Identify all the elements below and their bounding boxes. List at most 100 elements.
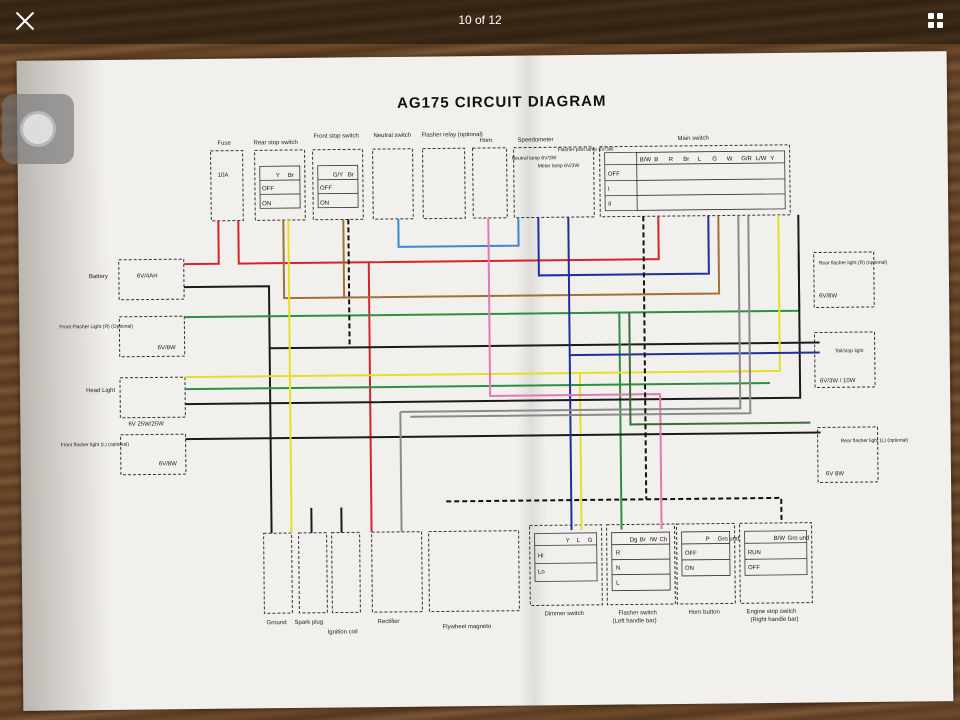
wire-brown-3 xyxy=(282,215,721,300)
flasher-col-1: Br xyxy=(640,537,646,543)
ignition-coil-label: Ignition coil xyxy=(328,629,358,635)
front-flasher-l-label: Front flasher light (L) (optional) xyxy=(61,442,130,449)
wire-red-2 xyxy=(367,262,373,533)
wire-lightblue-17 xyxy=(397,217,520,248)
rear-flasher-l-rating: 6V 8W xyxy=(826,471,844,477)
headlight-label: Head Light xyxy=(86,388,115,394)
neutral-switch-box xyxy=(372,148,414,220)
wire-darkgreen-22 xyxy=(628,312,811,426)
flasher-col-0: Dg xyxy=(630,537,638,543)
rear-flasher-r-box xyxy=(813,251,875,309)
spark-plug-label: Spark plug xyxy=(294,620,323,626)
speedometer-box xyxy=(513,146,595,219)
horn-button-label: Horn button xyxy=(688,610,719,616)
wire-yellow-9 xyxy=(184,214,781,379)
wire-gray-20 xyxy=(399,411,403,532)
main-switch-row-1: I xyxy=(608,187,610,193)
wire-red-0 xyxy=(183,220,220,266)
main-switch-grid xyxy=(604,150,786,212)
main-switch-label: Main switch xyxy=(677,136,708,142)
rectifier-label: Rectifier xyxy=(377,619,399,625)
front-flasher-r-box xyxy=(118,315,186,358)
rear-stop-on: ON xyxy=(262,201,271,207)
flasher-col-2: /W xyxy=(650,537,658,543)
tail-stop-rating: 6V/3W / 10W xyxy=(820,378,856,384)
main-switch-col-3: Br xyxy=(683,157,689,163)
rear-stop-y: Y xyxy=(276,173,280,179)
fuse-box xyxy=(210,150,244,222)
front-flasher-l-rating: 6V/8W xyxy=(159,461,177,467)
ignition-coil-box xyxy=(331,531,361,614)
flasher-relay-label: Flasher relay (optional) xyxy=(421,132,482,139)
front-stop-switch-box xyxy=(312,148,364,221)
horn-col-1: Gro und xyxy=(718,536,740,542)
rectifier-box xyxy=(371,531,423,613)
main-switch-col-4: L xyxy=(698,157,702,163)
fuse-rating: 10A xyxy=(218,173,229,179)
headlight-box xyxy=(119,376,186,419)
wire-black-13 xyxy=(185,431,821,441)
front-flasher-r-label: Front Flasher Light (R) (Optional) xyxy=(59,324,133,331)
rear-flasher-l-label: Rear flasher light (L) (optional) xyxy=(841,438,909,445)
fuse-label: Fuse xyxy=(217,141,231,147)
optional-wire-dashed xyxy=(347,216,783,523)
main-switch-col-0: B/W xyxy=(640,157,652,163)
battery-rating: 6V/4AH xyxy=(137,273,158,279)
neutral-label: Neutral switch xyxy=(373,133,411,139)
wire-green-8 xyxy=(618,312,623,530)
dimmer-col-1: L xyxy=(577,538,581,544)
engine-col-1: Gro und xyxy=(788,536,810,542)
flasher-row-0: R xyxy=(616,551,621,557)
dimmer-row-1: Lo xyxy=(538,569,545,575)
flywheel-box xyxy=(428,530,520,613)
dimmer-box xyxy=(529,524,603,607)
rear-flasher-r-label: Rear flasher light (R) (optional) xyxy=(819,260,888,267)
tail-stop-label: Tail/stop light xyxy=(835,348,865,354)
rear-stop-switch-box xyxy=(254,149,306,221)
wire-blue-14 xyxy=(537,215,710,277)
horn-col-0: P xyxy=(706,537,710,543)
main-switch-col-1: B xyxy=(654,157,658,163)
ground-box xyxy=(263,532,293,614)
main-switch-col-6: W xyxy=(727,156,733,162)
engine-row-0: RUN xyxy=(748,550,761,556)
main-switch-col-2: R xyxy=(669,157,674,163)
dimmer-row-0: Hi xyxy=(538,553,544,559)
main-switch-col-8: L/W xyxy=(756,156,767,162)
assistive-touch-icon[interactable] xyxy=(2,94,74,164)
rear-stop-off: OFF xyxy=(262,186,274,192)
flasher-switch-label: Flasher switch xyxy=(618,610,656,616)
rear-flasher-r-rating: 6V/8W xyxy=(819,293,837,299)
dimmer-col-2: G xyxy=(588,538,593,544)
wire-red-1 xyxy=(237,216,660,265)
horn-row-0: OFF xyxy=(685,551,697,557)
horn-box xyxy=(472,147,508,219)
engine-stop-label: Engine stop switch xyxy=(746,609,796,616)
engine-row-1: OFF xyxy=(748,565,760,571)
main-switch-col-9: Y xyxy=(770,156,774,162)
main-switch-box xyxy=(599,144,791,218)
rear-stop-br: Br xyxy=(288,173,294,179)
grid-icon[interactable] xyxy=(928,13,944,29)
wire-black-12 xyxy=(185,214,802,406)
battery-label: Battery xyxy=(89,274,108,280)
front-stop-br: Br xyxy=(348,172,354,178)
viewer-top-bar: 10 of 12 xyxy=(0,0,960,44)
flasher-relay-box xyxy=(422,147,466,220)
spark-plug-box xyxy=(298,532,328,614)
engine-stop-box xyxy=(738,522,813,604)
front-flasher-r-rating: 6V/8W xyxy=(158,345,176,351)
flasher-pilot-label: Flasher pilot lamp 6V/3W xyxy=(558,147,614,154)
wire-yellow-23 xyxy=(287,220,293,534)
flywheel-label: Flywheel magneto xyxy=(443,624,492,631)
horn-label: Horn xyxy=(479,138,492,144)
main-switch-row-2: II xyxy=(608,202,612,208)
wire-black-6 xyxy=(269,341,820,350)
dimmer-label: Dimmer switch xyxy=(544,611,583,617)
main-switch-row-0: OFF xyxy=(608,172,620,178)
right-handle-label: (Right handle bar) xyxy=(750,617,798,624)
flasher-row-1: N xyxy=(616,566,620,572)
wire-black-5 xyxy=(183,285,273,534)
wire-gray-21 xyxy=(410,215,752,418)
speedometer-label: Speedometer xyxy=(517,137,553,143)
